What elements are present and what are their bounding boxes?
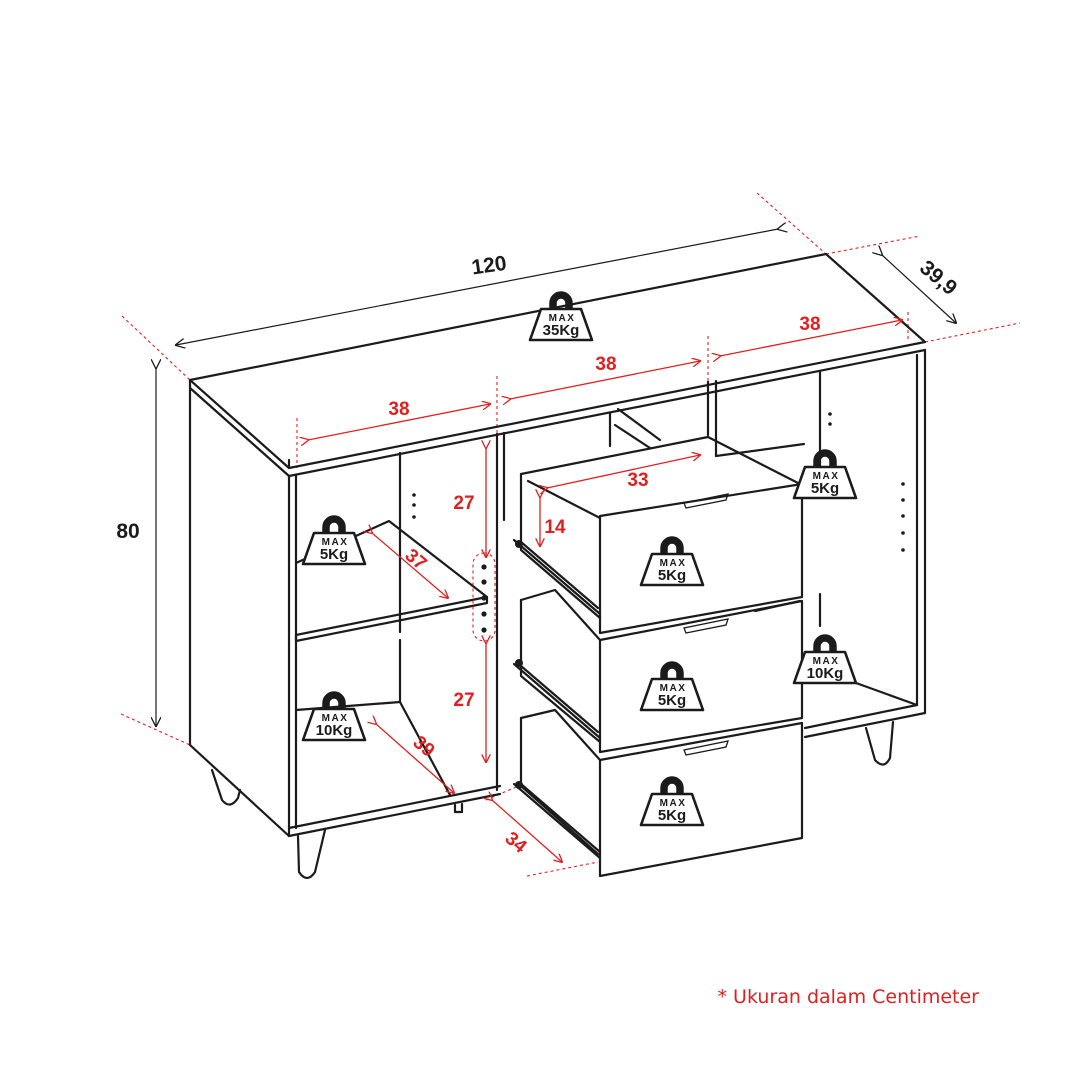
weight-icon: MAX 5Kg [303,519,365,564]
svg-text:MAX: MAX [322,713,349,724]
left-top-height-label: 27 [453,493,474,514]
svg-text:MAX: MAX [549,313,576,324]
weight-icon: MAX 35Kg [530,295,592,340]
svg-text:MAX: MAX [813,471,840,482]
svg-text:5Kg: 5Kg [811,480,839,497]
top-mid-width-label: 38 [595,354,616,375]
legs [210,720,895,880]
weight-icon: MAX 5Kg [641,540,703,585]
svg-text:5Kg: 5Kg [658,692,686,709]
left-bottom-height-label: 27 [453,690,474,711]
overall-dimension-arrows [156,229,956,726]
svg-text:MAX: MAX [813,656,840,667]
svg-text:35Kg: 35Kg [543,322,580,339]
svg-text:5Kg: 5Kg [658,567,686,584]
svg-text:5Kg: 5Kg [658,807,686,824]
weight-icon: MAX 5Kg [641,665,703,710]
svg-text:MAX: MAX [660,798,687,809]
drawer-2 [512,588,804,754]
height-label: 80 [116,520,139,543]
svg-text:5Kg: 5Kg [320,546,348,563]
top-right-width-label: 38 [799,314,820,335]
drawer-height-label: 14 [544,517,566,538]
weight-icon: MAX 10Kg [303,695,365,740]
svg-text:MAX: MAX [322,537,349,548]
weight-icon: MAX 5Kg [641,780,703,825]
weight-icon: MAX 5Kg [794,453,856,498]
svg-text:10Kg: 10Kg [807,665,844,682]
svg-text:MAX: MAX [660,558,687,569]
top-left-width-label: 38 [388,399,409,420]
width-label: 120 [470,252,508,280]
extension-lines [120,192,1021,877]
unit-footnote: * Ukuran dalam Centimeter [717,986,980,1008]
depth-label: 39,9 [915,256,961,300]
inner-dimension-arrows [308,320,902,862]
svg-text:MAX: MAX [660,683,687,694]
svg-text:10Kg: 10Kg [316,722,353,739]
drawer-depth-label: 34 [501,828,531,858]
drawer-width-label: 33 [627,470,648,491]
weight-icon: MAX 10Kg [794,638,856,683]
